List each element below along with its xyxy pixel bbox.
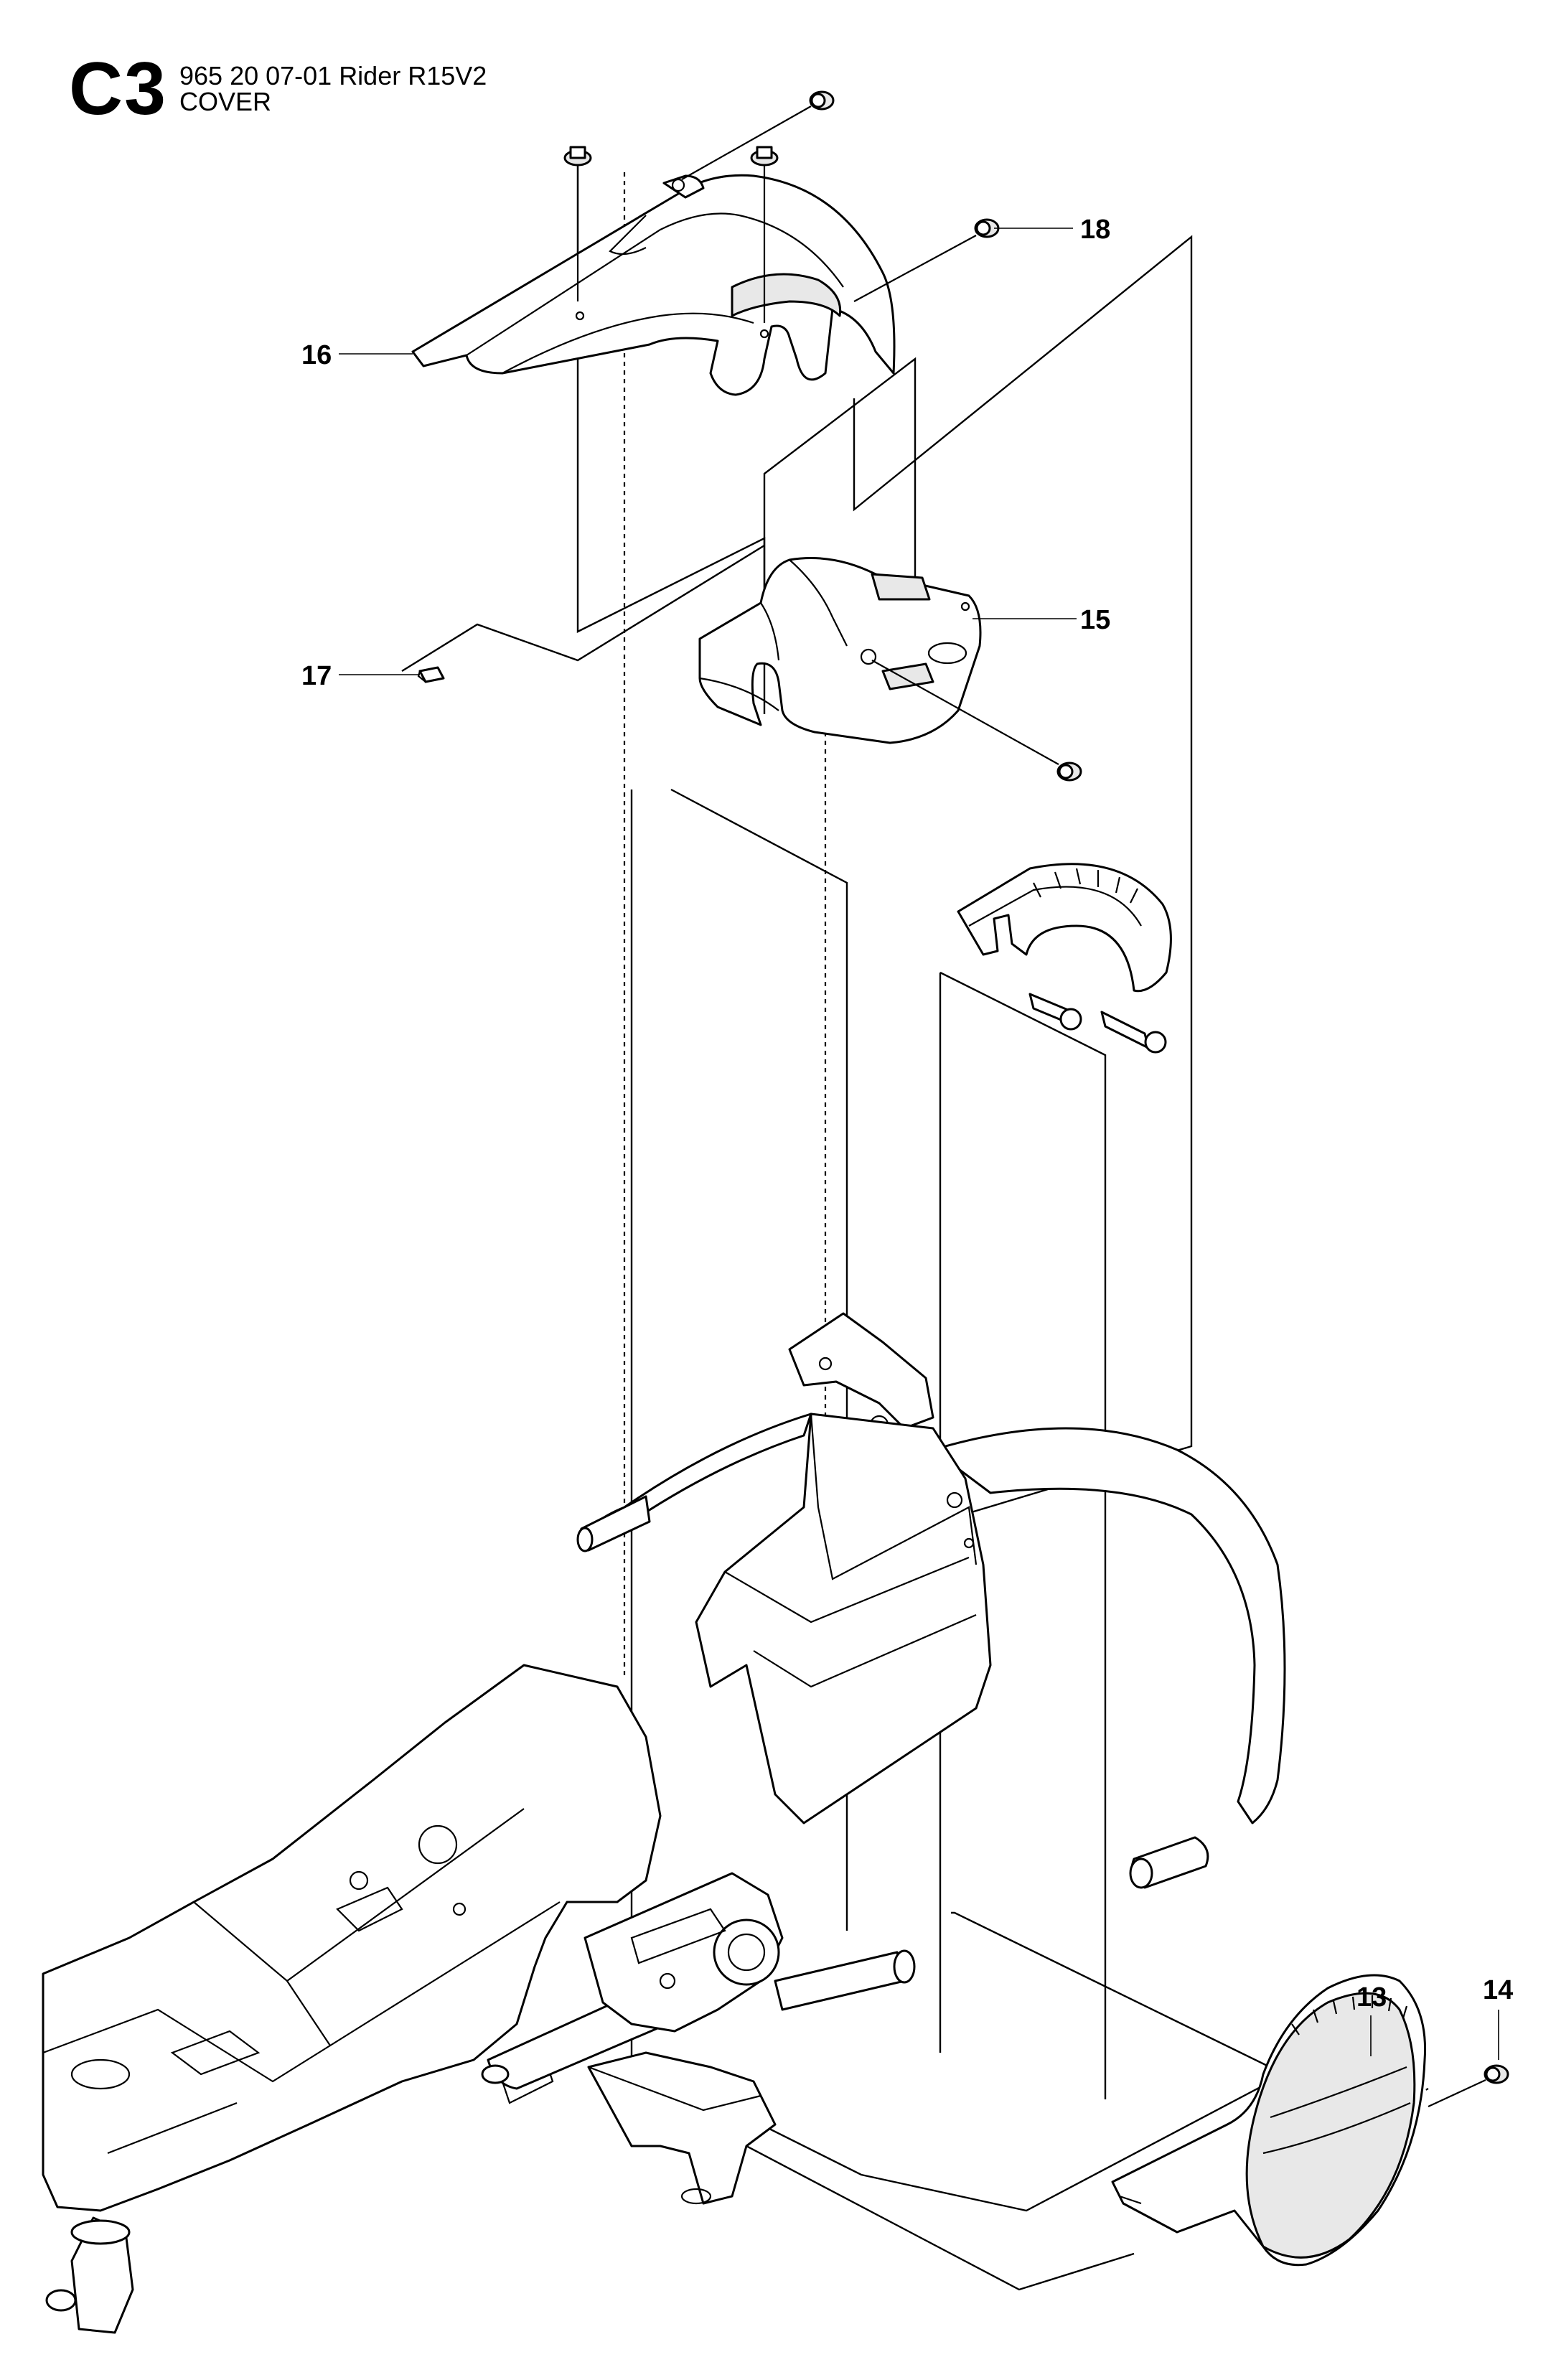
section-code: C3 xyxy=(69,47,167,131)
callout-16: 16 xyxy=(301,340,413,370)
screw-left-icon xyxy=(563,146,592,301)
callout-14: 14 xyxy=(1483,1975,1513,2060)
part-18-screw-icon xyxy=(853,218,1000,302)
callout-17-label: 17 xyxy=(301,661,332,691)
part-14-screw-icon xyxy=(1428,2064,1509,2107)
section-name: COVER xyxy=(179,87,272,116)
part-15-lower-cover xyxy=(698,557,982,744)
part-16-upper-cover xyxy=(411,174,896,396)
screw-top-icon xyxy=(681,90,835,180)
callout-18-label: 18 xyxy=(1080,215,1110,245)
callout-13-label: 13 xyxy=(1356,1982,1387,2013)
model-line: 965 20 07-01 Rider R15V2 xyxy=(179,61,487,90)
callout-14-label: 14 xyxy=(1483,1975,1513,2005)
callout-15: 15 xyxy=(973,605,1110,635)
callout-18: 18 xyxy=(994,215,1110,245)
rider-frame-chassis xyxy=(42,1312,1286,2334)
callout-16-label: 16 xyxy=(301,340,332,370)
callout-13: 13 xyxy=(1356,1982,1387,2056)
screw-right-icon xyxy=(750,146,779,323)
callout-15-label: 15 xyxy=(1080,605,1110,635)
steering-column-bracket xyxy=(957,863,1172,1054)
part-17-clip-icon xyxy=(417,666,445,683)
screw-lower-icon xyxy=(871,660,1082,782)
part-13-steering-wheel-cover xyxy=(1111,1974,1427,2267)
callout-17: 17 xyxy=(301,661,420,691)
